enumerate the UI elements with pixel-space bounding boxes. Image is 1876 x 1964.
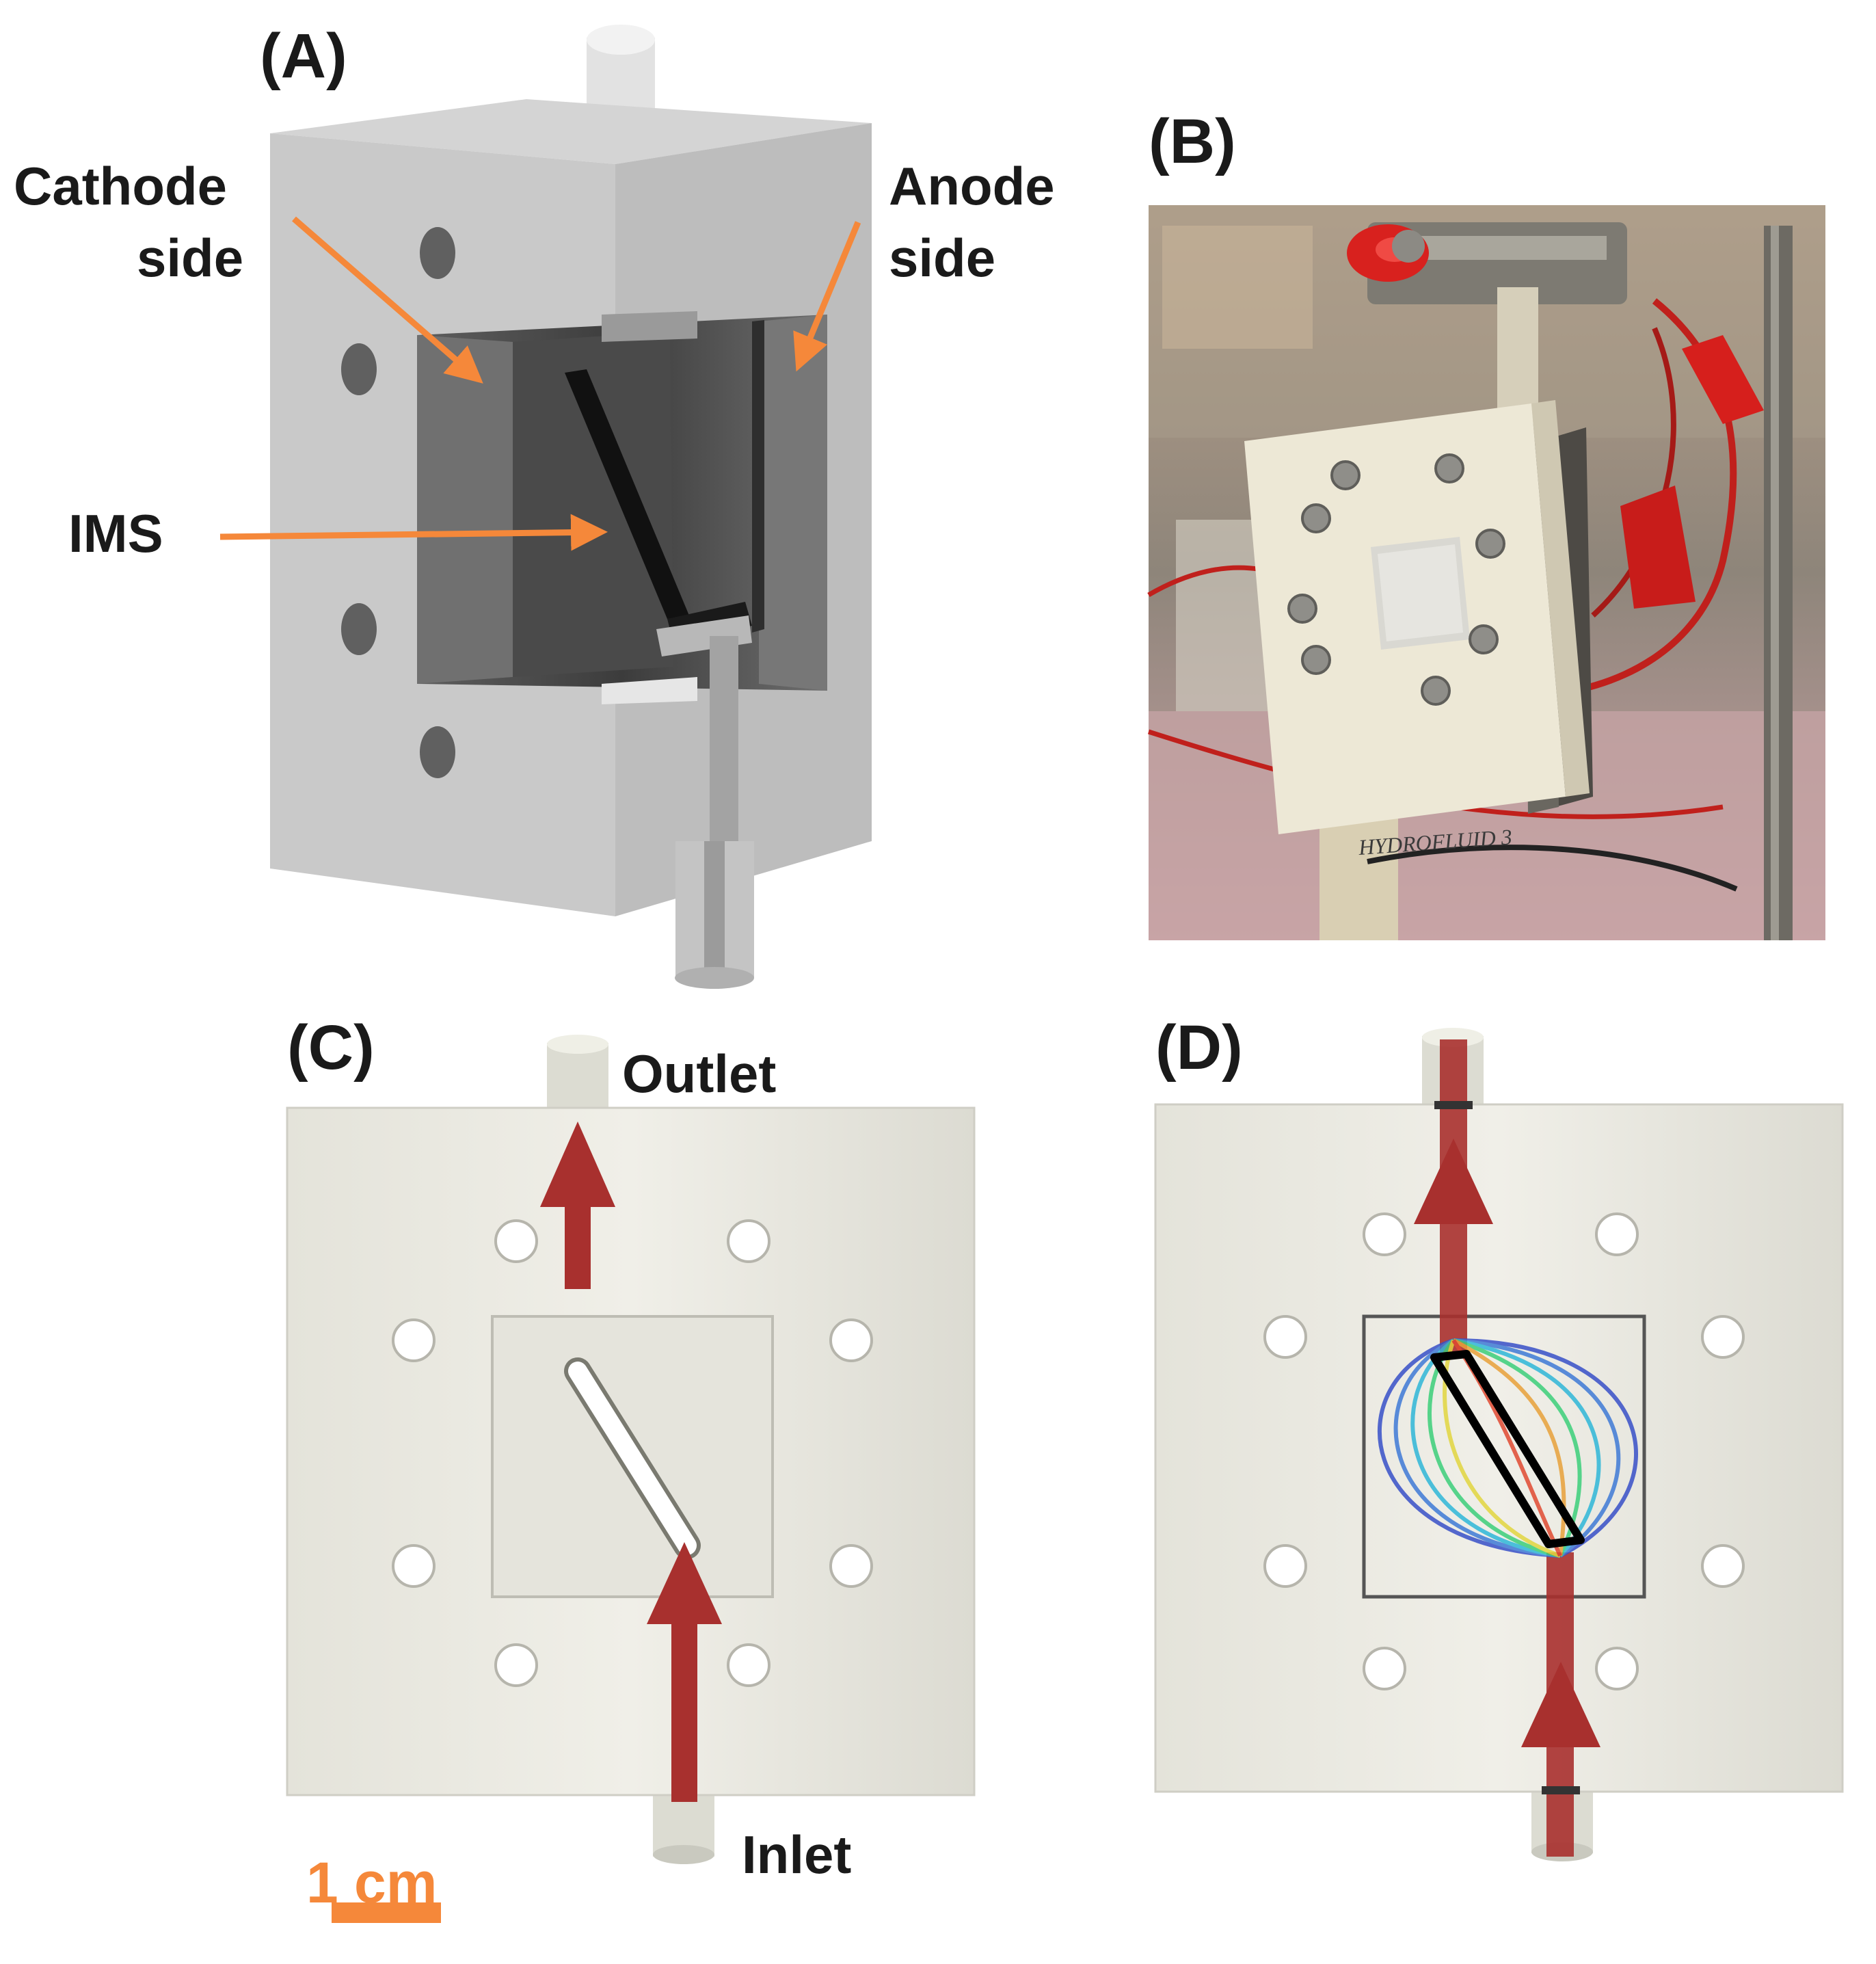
bolt-hole <box>341 603 377 655</box>
anode-side-label-line1: Anode <box>889 156 1055 216</box>
bolt-hole <box>420 726 455 778</box>
panel-a-letter: (A) <box>260 21 347 91</box>
cathode-arrow <box>292 216 483 384</box>
cathode-side-label-line1: Cathode <box>14 156 227 216</box>
panel-c-letter: (C) <box>287 1013 375 1083</box>
inlet-flow-arrow <box>1521 1662 1600 1747</box>
panel-a-callout-arrows <box>219 216 861 551</box>
inlet-label: Inlet <box>742 1824 852 1885</box>
bolt-hole <box>341 343 377 395</box>
cathode-side-label-line2: side <box>137 228 244 288</box>
ims-label: IMS <box>68 503 163 563</box>
outlet-flow-arrow <box>1414 1139 1493 1224</box>
bolt-hole <box>420 227 455 279</box>
panel-a-render <box>270 25 872 989</box>
panel-b-letter: (B) <box>1149 107 1236 176</box>
outlet-flow-arrow <box>565 1204 591 1289</box>
anode-side-label-line2: side <box>889 228 996 288</box>
panel-b-photo: HYDROFLUID 3 <box>1147 205 1825 940</box>
anode-arrow <box>793 221 861 372</box>
panel-c-plate <box>286 1035 976 1923</box>
inlet-flow-arrow <box>671 1621 697 1802</box>
scale-bar-label: 1 cm <box>306 1850 438 1915</box>
scale-bar <box>332 1902 441 1923</box>
panel-d-letter: (D) <box>1155 1013 1243 1083</box>
ims-arrow <box>219 514 608 551</box>
ims-outline <box>1430 1350 1585 1548</box>
panel-d-plate <box>1154 1028 1844 1861</box>
outlet-label: Outlet <box>622 1044 777 1104</box>
